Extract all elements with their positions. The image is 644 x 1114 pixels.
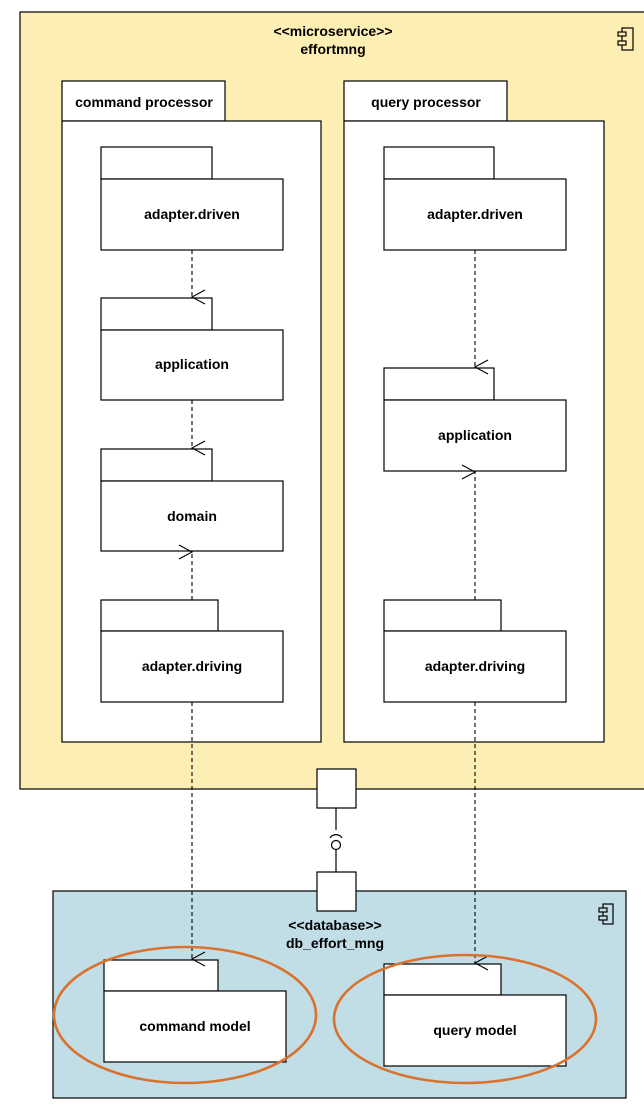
database-stereotype: <<database>> xyxy=(288,917,381,933)
package-label: adapter.driving xyxy=(425,658,525,674)
package-label: application xyxy=(155,356,229,372)
component-icon xyxy=(617,27,634,51)
query-processor-tab xyxy=(343,80,508,122)
cmd-package-adapter-driven: adapter.driven xyxy=(100,146,284,251)
highlight-ellipse-query-model xyxy=(332,953,598,1085)
command-processor-tab xyxy=(61,80,226,122)
interface-connector xyxy=(316,768,357,872)
microservice-port xyxy=(316,768,357,809)
cmd-package-adapter-driving: adapter.driving xyxy=(100,599,284,703)
package-label: adapter.driven xyxy=(427,206,523,222)
required-interface-socket xyxy=(329,834,343,839)
database-name: db_effort_mng xyxy=(286,935,384,951)
cmd-package-application: application xyxy=(100,297,284,401)
provided-interface-ball xyxy=(330,839,342,851)
query-processor-title: query processor xyxy=(371,94,481,110)
package-query-model: query model xyxy=(383,963,567,1067)
package-label: domain xyxy=(167,508,217,524)
query-package-adapter-driven: adapter.driven xyxy=(383,146,567,251)
component-icon xyxy=(598,903,614,925)
microservice-stereotype: <<microservice>> xyxy=(273,23,392,39)
highlight-ellipse-command-model xyxy=(52,945,318,1085)
query-package-application: application xyxy=(383,367,567,472)
package-label: query model xyxy=(433,1022,516,1038)
microservice-name: effortmng xyxy=(300,41,365,57)
package-label: adapter.driving xyxy=(142,658,242,674)
package-label: application xyxy=(438,427,512,443)
database-port xyxy=(316,871,357,912)
command-processor-title: command processor xyxy=(75,94,213,110)
package-label: command model xyxy=(139,1018,250,1034)
package-label: adapter.driven xyxy=(144,206,240,222)
